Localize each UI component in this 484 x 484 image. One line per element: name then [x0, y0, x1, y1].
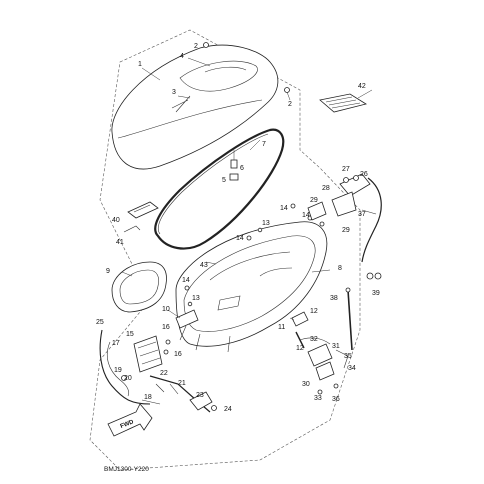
seat-seal-7[interactable] [154, 128, 285, 250]
callout-14-b: 14 [236, 235, 244, 242]
callout-41: 41 [116, 239, 124, 246]
rod-38[interactable] [345, 287, 353, 351]
callout-12-lower: 12 [296, 345, 304, 352]
callout-40: 40 [112, 217, 120, 224]
lever-assembly-15-20[interactable] [107, 335, 171, 397]
screw-14-a[interactable] [290, 203, 296, 209]
callout-11: 11 [278, 324, 285, 331]
callout-3: 3 [172, 89, 176, 96]
callout-8: 8 [338, 265, 342, 272]
callout-39: 39 [372, 290, 380, 297]
seat-assembly[interactable] [111, 44, 279, 170]
callout-2-right: 2 [288, 101, 292, 108]
callout-33: 33 [314, 395, 322, 402]
callout-38: 38 [330, 295, 338, 302]
bolt-2-right[interactable] [284, 87, 291, 101]
callout-36: 36 [332, 396, 340, 403]
diagram-code: BMJ1300-Y220 [104, 466, 149, 473]
bracket-11[interactable] [291, 311, 309, 327]
callout-29-upper: 29 [310, 197, 318, 204]
callout-43: 43 [200, 262, 208, 269]
callout-30: 30 [302, 381, 310, 388]
callout-28: 28 [322, 185, 330, 192]
callout-29-lower: 29 [342, 227, 350, 234]
fwd-label: FWD [120, 419, 136, 430]
damper-5-6[interactable] [229, 150, 239, 181]
hinge-10[interactable] [175, 309, 199, 329]
callout-labels: 1 2 2 3 4 5 6 7 8 9 10 11 12 12 13 13 14… [96, 43, 380, 413]
callout-14-c: 14 [182, 277, 190, 284]
latch-assembly-26-29[interactable] [307, 173, 371, 227]
lock-mechanism-30-36[interactable] [299, 337, 349, 395]
callout-21: 21 [178, 380, 186, 387]
callout-19: 19 [114, 367, 122, 374]
callout-35: 35 [344, 353, 352, 360]
fwd-arrow: FWD [107, 403, 153, 437]
callout-26: 26 [360, 171, 368, 178]
storage-box-8[interactable] [175, 221, 328, 353]
callout-13-lower: 13 [192, 295, 200, 302]
callout-37: 37 [358, 211, 366, 218]
callout-10: 10 [162, 306, 170, 313]
callout-24: 24 [224, 406, 232, 413]
mat-9[interactable] [111, 261, 167, 313]
callout-20: 20 [124, 375, 132, 382]
callout-7: 7 [262, 141, 266, 148]
callout-34: 34 [348, 365, 356, 372]
callout-4: 4 [180, 53, 184, 60]
callout-12-upper: 12 [310, 308, 318, 315]
callout-18: 18 [144, 394, 152, 401]
callout-22: 22 [160, 370, 168, 377]
callout-16-lower: 16 [174, 351, 182, 358]
cable-25[interactable] [99, 329, 151, 405]
callout-31: 31 [332, 343, 340, 350]
callout-17: 17 [112, 340, 120, 347]
callout-9: 9 [106, 268, 110, 275]
screw-14-c[interactable] [184, 285, 190, 291]
callout-5: 5 [222, 177, 226, 184]
clamp-39[interactable] [366, 272, 382, 280]
rod-assembly-18-24[interactable] [141, 375, 217, 413]
callout-15: 15 [126, 331, 134, 338]
callout-42: 42 [358, 83, 366, 90]
cable-37[interactable] [361, 177, 382, 263]
callout-23: 23 [196, 392, 204, 399]
owner-manual-42[interactable] [319, 93, 368, 113]
callout-14-a: 14 [280, 205, 288, 212]
leader-lines [121, 57, 373, 321]
screw-14-b[interactable] [246, 235, 252, 241]
label-41[interactable] [123, 225, 141, 233]
caution-label-40[interactable] [127, 201, 159, 219]
callout-16-upper: 16 [162, 324, 170, 331]
screw-13-a[interactable] [257, 227, 263, 233]
callout-2-top: 2 [194, 43, 198, 50]
callout-27: 27 [342, 166, 350, 173]
bolt-2-top[interactable] [203, 42, 209, 48]
callout-13-upper: 13 [262, 220, 270, 227]
callout-32: 32 [310, 336, 318, 343]
screw-13-b[interactable] [187, 301, 193, 307]
callout-1: 1 [138, 61, 142, 68]
callout-14-d: 14 [302, 212, 310, 219]
callout-6: 6 [240, 165, 244, 172]
callout-25: 25 [96, 319, 104, 326]
